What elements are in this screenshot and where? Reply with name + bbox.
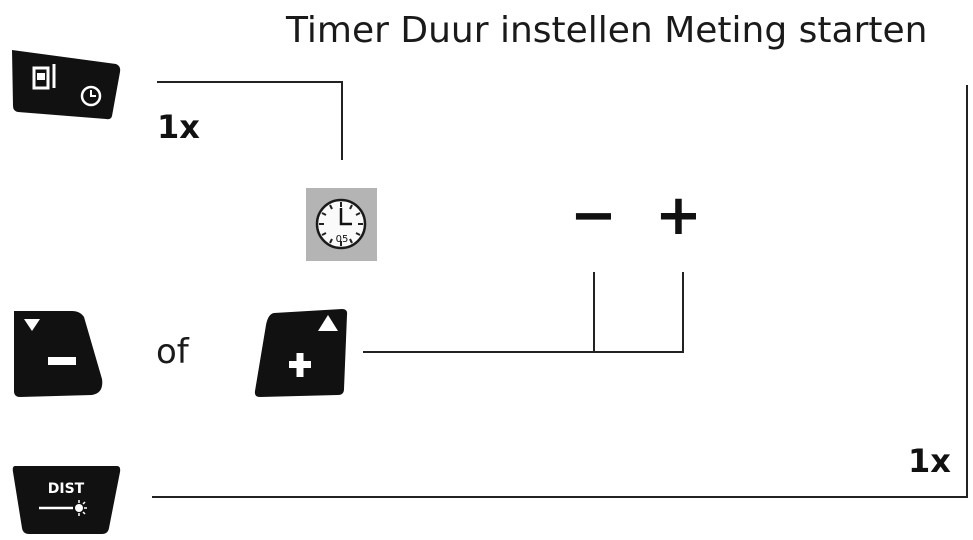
press-count-label: 1x	[157, 108, 200, 146]
laser-icon	[39, 500, 87, 516]
decrease-symbol: −	[570, 183, 617, 248]
minus-key-button[interactable]	[10, 307, 106, 399]
press-count-label: 1x	[908, 442, 951, 480]
plus-key-icon	[289, 315, 338, 377]
clock-icon	[315, 198, 367, 250]
timer-display: 05	[306, 188, 377, 261]
timer-key-icon	[32, 64, 102, 107]
timer-value: 05	[336, 234, 349, 245]
page-title: Timer Duur instellen Meting starten	[286, 10, 928, 51]
dist-key-button[interactable]: DIST	[9, 460, 123, 538]
dist-key-label: DIST	[48, 481, 85, 497]
timer-key-button[interactable]	[8, 44, 123, 122]
plus-key-button[interactable]	[252, 305, 350, 400]
minus-key-icon	[24, 319, 76, 365]
increase-symbol: +	[655, 183, 702, 248]
or-label: of	[156, 332, 189, 372]
